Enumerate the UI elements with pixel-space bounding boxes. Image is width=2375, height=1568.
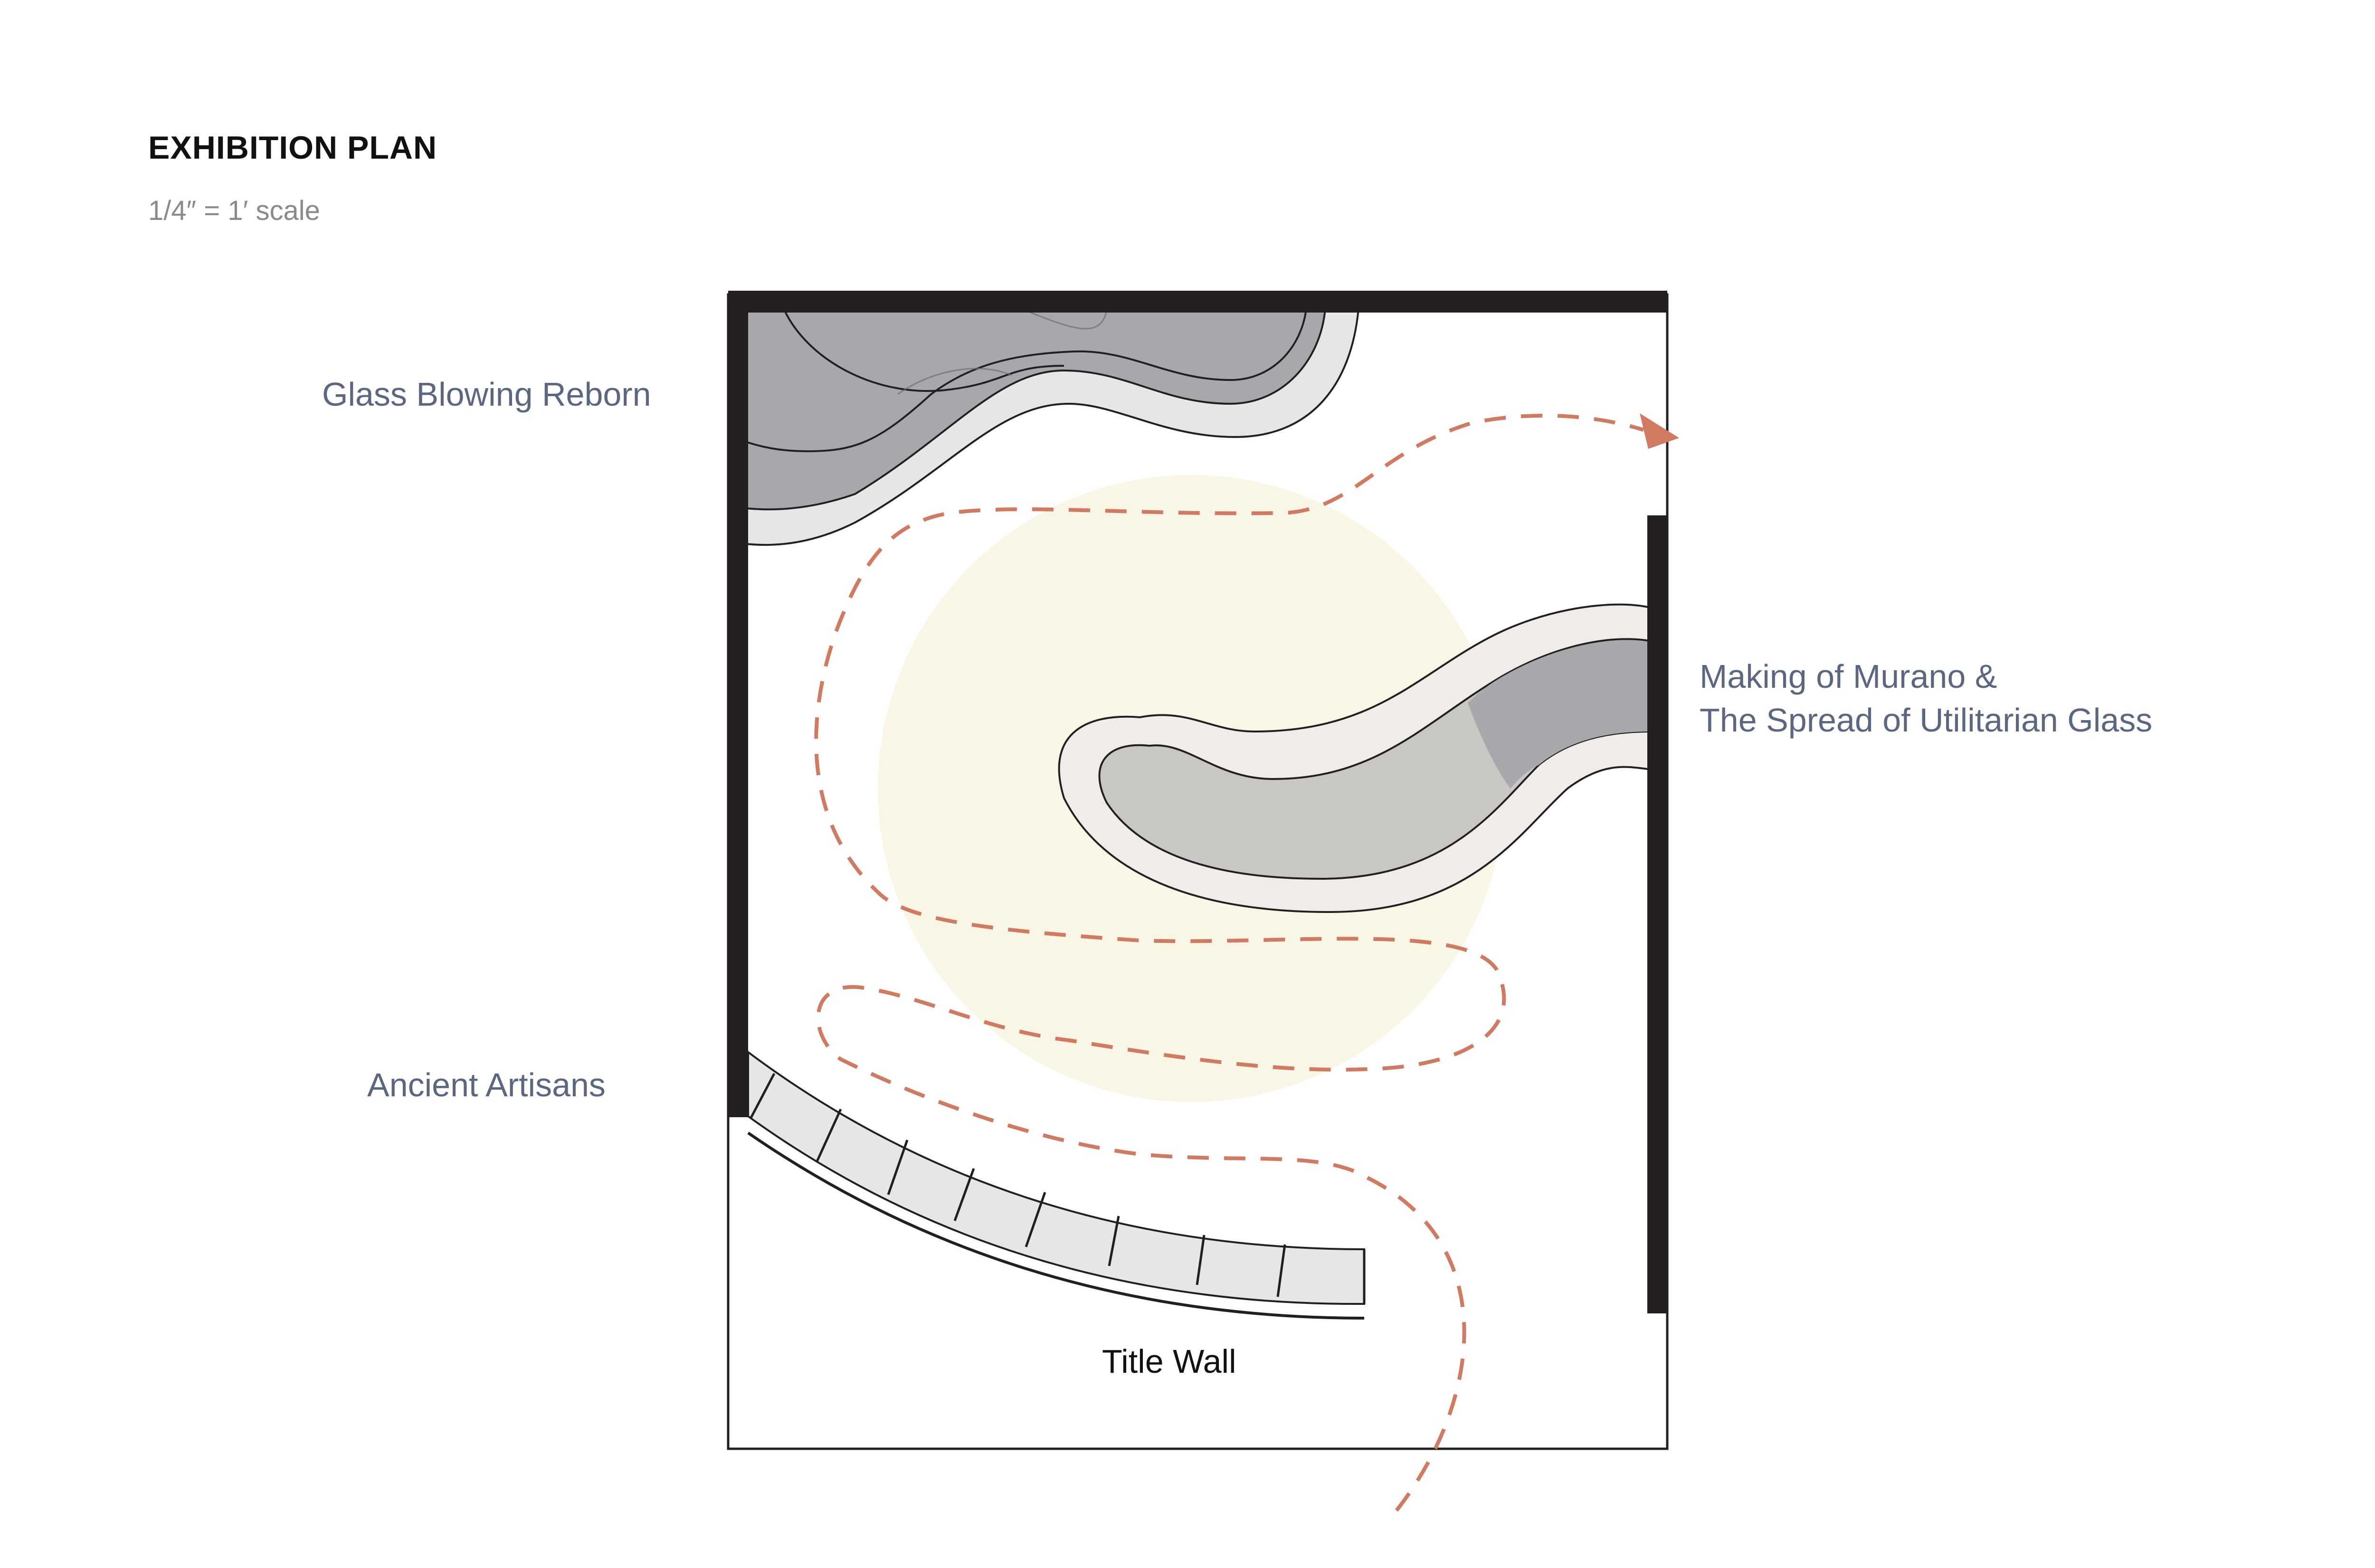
walls	[728, 291, 1667, 1313]
path-arrow-icon	[1640, 413, 1679, 449]
display-ancient-artisans	[747, 1050, 1366, 1320]
zone-label-murano: Making of Murano & The Spread of Utilita…	[1700, 655, 2152, 742]
plan-title: EXHIBITION PLAN	[148, 130, 437, 166]
scale-note: 1/4″ = 1′ scale	[148, 195, 320, 226]
zone-label-glass-blowing: Glass Blowing Reborn	[322, 376, 651, 413]
display-murano	[1058, 603, 1653, 913]
zone-label-murano-line1: Making of Murano &	[1700, 658, 1997, 695]
zone-label-ancient-artisans: Ancient Artisans	[367, 1066, 606, 1103]
display-glass-blowing	[745, 308, 1360, 546]
title-wall-label: Title Wall	[1102, 1343, 1236, 1380]
zone-label-murano-line2: The Spread of Utilitarian Glass	[1700, 702, 2153, 739]
visitor-path	[814, 413, 1679, 1512]
